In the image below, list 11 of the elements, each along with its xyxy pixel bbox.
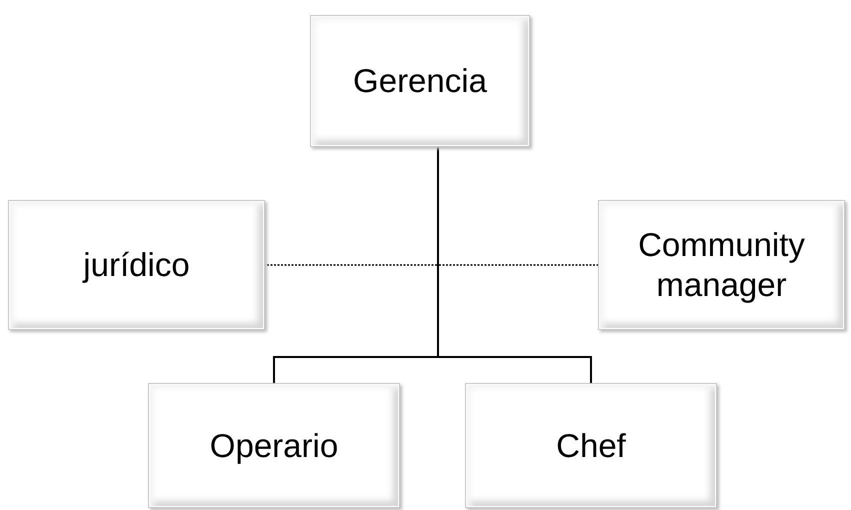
box-label: Gerencia [353, 61, 487, 101]
box-label: Operario [210, 426, 338, 466]
org-box [598, 200, 845, 330]
box-label: jurídico [83, 245, 190, 285]
org-box [148, 383, 400, 508]
org-box [8, 200, 265, 330]
org-box [310, 15, 530, 147]
box-label: Community manager [637, 225, 806, 305]
connector-line [437, 147, 592, 383]
org-box [465, 383, 717, 508]
box-label: Chef [556, 426, 626, 466]
